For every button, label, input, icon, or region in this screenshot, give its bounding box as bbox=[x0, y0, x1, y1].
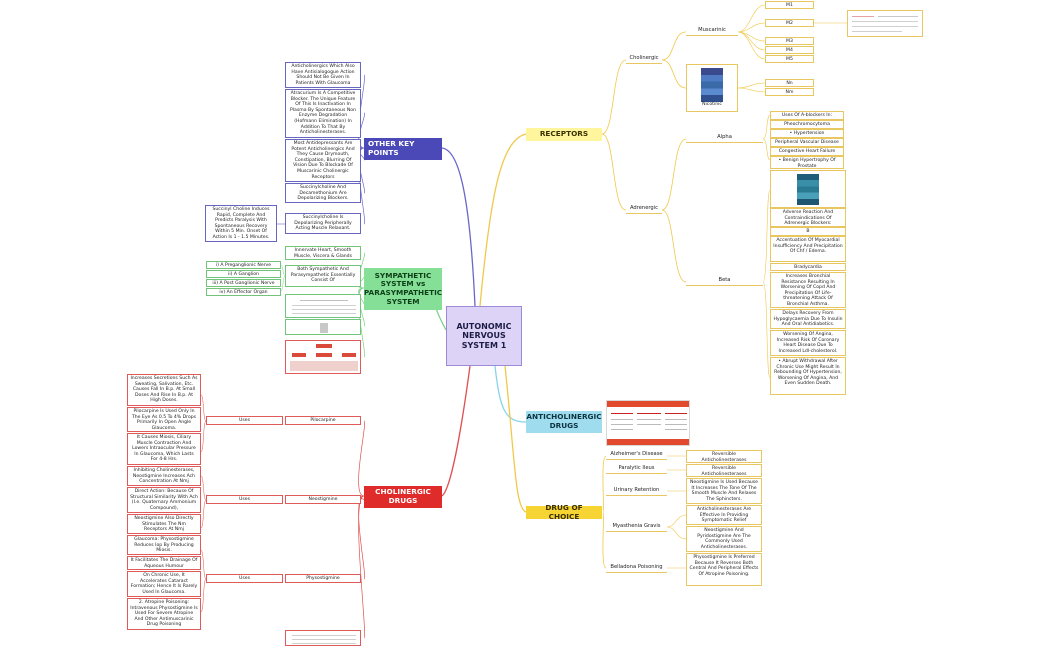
beta-node[interactable]: Beta bbox=[686, 276, 763, 286]
alpha-uses[interactable]: Uses Of A-blockers In: bbox=[770, 111, 844, 120]
pilocarpine-node[interactable]: Pilocarpine bbox=[285, 416, 361, 425]
cholinergic-note-8[interactable]: It Facilitates The Drainage Of Aqueous H… bbox=[127, 556, 201, 570]
doc-paralytic-ileus-drug[interactable]: Reversible Anticholinesterases bbox=[686, 464, 762, 477]
m2-attached-image[interactable] bbox=[847, 10, 923, 37]
physostigmine-uses[interactable]: Uses bbox=[206, 574, 283, 583]
anticholinergic-attached-image[interactable] bbox=[606, 400, 690, 446]
doc-urinary-retention-drug[interactable]: Neostigmine Is Used Because It Increases… bbox=[686, 478, 762, 504]
beta-b[interactable]: B bbox=[770, 227, 846, 236]
doc-myasthenia-drug-1[interactable]: Anticholinesterases Are Effective In Pro… bbox=[686, 505, 762, 525]
alpha-pheochromocytoma[interactable]: Pheochromocytoma bbox=[770, 120, 844, 129]
alpha-bph[interactable]: • Benign Hypertrophy Of Prostate bbox=[770, 156, 844, 169]
part-postganglionic[interactable]: iii) A Post Ganglionic Nerve bbox=[206, 279, 281, 287]
beta-withdrawal[interactable]: • Abrupt Withdrawal After Chronic Use Mi… bbox=[770, 357, 846, 395]
branch-receptors[interactable]: RECEPTORS bbox=[526, 128, 602, 141]
m4-node[interactable]: M4 bbox=[765, 46, 814, 54]
neostigmine-uses[interactable]: Uses bbox=[206, 495, 283, 504]
other-point-2[interactable]: Atracurium Is A Competitive Blocker. The… bbox=[285, 89, 361, 138]
doc-alzheimers-drug[interactable]: Reversible Anticholinesterases bbox=[686, 450, 762, 463]
sympathetic-image-3[interactable] bbox=[285, 340, 361, 374]
cholinergic-note-6[interactable]: Neostigmine Also Directly Stimulates The… bbox=[127, 514, 201, 534]
beta-bradycardia[interactable]: Bradycardia bbox=[770, 263, 846, 271]
cholinergic-image[interactable] bbox=[285, 630, 361, 646]
beta-adverse[interactable]: Adverse Reaction And Contraindications O… bbox=[770, 208, 846, 227]
beta-angina[interactable]: Worsening Of Angina, Increased Risk Of C… bbox=[770, 330, 846, 356]
central-topic[interactable]: AUTONOMIC NERVOUS SYSTEM 1 bbox=[446, 306, 522, 366]
beta-bronchial[interactable]: Increases Bronchial Resistance Resulting… bbox=[770, 272, 846, 308]
succinyl-note[interactable]: Succinyl Choline Induces Rapid, Complete… bbox=[205, 205, 277, 242]
cholinergic-note-2[interactable]: Pilocarpine Is Used Only In The Eye As 0… bbox=[127, 407, 201, 432]
doc-urinary-retention[interactable]: Urinary Retention bbox=[606, 486, 667, 496]
sympathetic-image-1[interactable] bbox=[285, 294, 361, 318]
muscarinic-node[interactable]: Muscarinic bbox=[686, 26, 738, 36]
branch-other-key-points[interactable]: OTHER KEY POINTS bbox=[364, 138, 442, 160]
branch-sympathetic[interactable]: SYMPATHETIC SYSTEM vs PARASYMPATHETIC SY… bbox=[364, 268, 442, 310]
doc-belladona-poisoning[interactable]: Belladona Poisoning bbox=[606, 563, 667, 573]
adrenergic-node[interactable]: Adrenergic bbox=[626, 204, 662, 214]
branch-anticholinergic[interactable]: ANTICHOLINERGIC DRUGS bbox=[526, 411, 602, 433]
sympathetic-innervate[interactable]: Innervate Heart, Smooth Muscle, Viscera … bbox=[285, 246, 361, 260]
alpha-node[interactable]: Alpha bbox=[686, 133, 763, 143]
nicotinic-node[interactable]: Nicotinic bbox=[686, 64, 738, 112]
cholinergic-note-4[interactable]: Inhibiting Cholinesterases, Neostigmine … bbox=[127, 466, 201, 486]
other-point-1[interactable]: Anticholinergics Which Also Have Antisia… bbox=[285, 62, 361, 88]
part-effector[interactable]: iv) An Effector Organ bbox=[206, 288, 281, 296]
doc-myasthenia-drug-2[interactable]: Neostigmine And Pyridostigmine Are The C… bbox=[686, 526, 762, 552]
cholinergic-note-3[interactable]: It Causes Miosis, Ciliary Muscle Contrac… bbox=[127, 433, 201, 465]
beta-hypoglycaemia[interactable]: Delays Recovery From Hypoglycaemia Due T… bbox=[770, 309, 846, 329]
cholinergic-note-9[interactable]: On Chronic Use, It Accelerates Cataract … bbox=[127, 571, 201, 597]
m1-node[interactable]: M1 bbox=[765, 1, 814, 9]
nn-node[interactable]: Nn bbox=[765, 79, 814, 87]
physostigmine-node[interactable]: Physostigmine bbox=[285, 574, 361, 583]
doc-myasthenia-gravis[interactable]: Myasthenia Gravis bbox=[606, 522, 667, 532]
doc-paralytic-ileus[interactable]: Paralytic Ileus bbox=[606, 464, 667, 474]
other-point-3[interactable]: Most Antidepressants Are Potent Antichol… bbox=[285, 139, 361, 182]
m2-node[interactable]: M2 bbox=[765, 19, 814, 27]
sympathetic-image-2[interactable] bbox=[285, 319, 361, 335]
pilocarpine-uses[interactable]: Uses bbox=[206, 416, 283, 425]
cholinergic-note-1[interactable]: Increases Secretions Such As Sweating, S… bbox=[127, 374, 201, 406]
other-point-4[interactable]: Succinylcholine And Decamethonium Are De… bbox=[285, 183, 361, 203]
cholinergic-note-5[interactable]: Direct Action: Because Of Structural Sim… bbox=[127, 487, 201, 513]
sympathetic-both[interactable]: Both Sympathetic And Parasympathetic Ess… bbox=[285, 265, 361, 287]
branch-drug-of-choice[interactable]: DRUG OF CHOICE bbox=[526, 503, 602, 520]
alpha-hypertension[interactable]: • Hypertension bbox=[770, 129, 844, 138]
m3-node[interactable]: M3 bbox=[765, 37, 814, 45]
nm-node[interactable]: Nm bbox=[765, 88, 814, 96]
neostigmine-node[interactable]: Neostigmine bbox=[285, 495, 361, 504]
alpha-pvd[interactable]: Peripheral Vascular Disease bbox=[770, 138, 844, 147]
beta-chf[interactable]: Accentuation Of Myocardial Insufficiency… bbox=[770, 236, 846, 262]
cholinergic-note-10[interactable]: 2. Atropine Poisoning: Intravenous Physo… bbox=[127, 598, 201, 630]
cholinergic-node[interactable]: Cholinergic bbox=[626, 54, 662, 64]
nicotinic-image bbox=[701, 68, 723, 102]
cholinergic-note-7[interactable]: Glaucoma: Physostigmine Reduces Iop By P… bbox=[127, 535, 201, 555]
part-ganglion[interactable]: ii) A Ganglion bbox=[206, 270, 281, 278]
alpha-chf[interactable]: Congestive Heart Failure bbox=[770, 147, 844, 156]
other-point-5[interactable]: Succinylcholine Is Depolarizing Peripher… bbox=[285, 213, 361, 234]
beta-image-node[interactable] bbox=[770, 170, 846, 208]
beta-image bbox=[797, 174, 819, 205]
m5-node[interactable]: M5 bbox=[765, 55, 814, 63]
branch-cholinergic[interactable]: CHOLINERGIC DRUGS bbox=[364, 486, 442, 508]
doc-belladona-drug[interactable]: Physostigmine Is Preferred Because It Re… bbox=[686, 553, 762, 586]
doc-alzheimers[interactable]: Alzheimer's Disease bbox=[606, 450, 667, 460]
part-preganglionic[interactable]: i) A Preganglionic Nerve bbox=[206, 261, 281, 269]
